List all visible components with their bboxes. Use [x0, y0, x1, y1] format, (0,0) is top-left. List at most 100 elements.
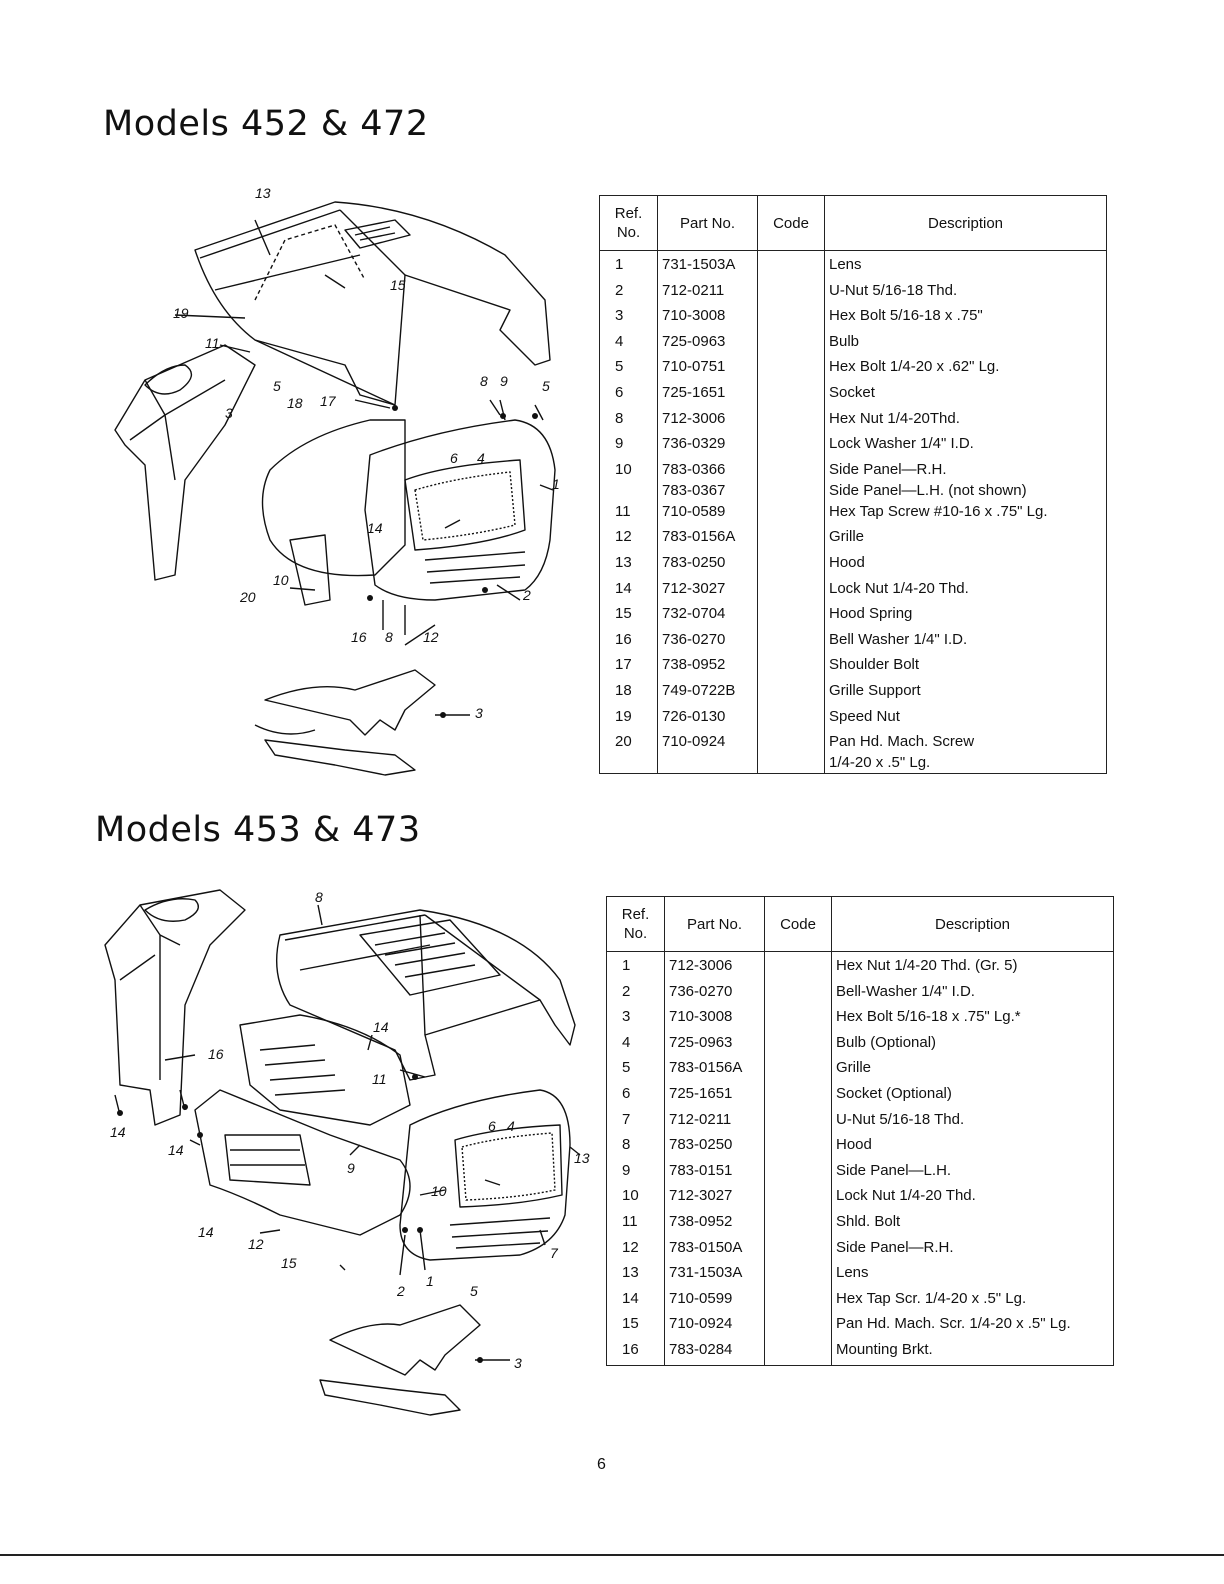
diagram-callout: 14	[198, 1224, 214, 1240]
diagram-callout: 8	[480, 373, 488, 389]
part-number: 738-0952	[669, 1212, 733, 1230]
ref-no-cell: 3	[622, 1008, 631, 1026]
part-number: 731-1503A	[662, 256, 736, 273]
code-cell	[764, 1313, 832, 1339]
ref-no-header: Ref. No.	[599, 195, 658, 251]
code-cell	[757, 356, 825, 382]
ref-no-cell: 14	[615, 579, 632, 597]
part-no-cell: 712-3027	[657, 577, 758, 604]
part-no-cell: 783-0284	[664, 1338, 765, 1365]
ref-no-cell: 4	[622, 1033, 631, 1051]
description-cell: Bell-Washer 1/4" I.D.	[831, 980, 1114, 1007]
diagram-callout: 3	[225, 405, 233, 421]
description-line: Hex Tap Screw #10-16 x .75" Lg.	[829, 502, 1048, 520]
part-no-cell: 749-0722B	[657, 679, 758, 706]
description-line: Lens	[829, 256, 862, 273]
code-cell	[757, 500, 825, 527]
description-cell: Hex Nut 1/4-20 Thd. (Gr. 5)	[831, 951, 1114, 981]
description-cell: Hex Nut 1/4-20Thd.	[824, 407, 1107, 434]
description-line: Lock Nut 1/4-20 Thd.	[829, 579, 969, 597]
part-number: 712-3006	[669, 957, 733, 974]
description-cell: Pan Hd. Mach. Scr. 1/4-20 x .5" Lg.	[831, 1313, 1114, 1339]
part-number: 710-0924	[662, 733, 726, 751]
description-cell: Hood	[824, 551, 1107, 578]
ref-no-cell: 20	[615, 733, 632, 751]
part-no-cell: 783-0150A	[664, 1236, 765, 1263]
description-line: Pan Hd. Mach. Scr. 1/4-20 x .5" Lg.	[836, 1315, 1071, 1333]
diagram-callout: 9	[347, 1160, 355, 1176]
part-number: 712-0211	[662, 281, 725, 299]
part-number: 783-0151	[669, 1161, 733, 1179]
description-line: Side Panel—L.H. (not shown)	[829, 481, 1027, 499]
part-number: 710-0589	[662, 502, 726, 520]
ref-no-cell: 15	[622, 1315, 639, 1333]
ref-no-cell: 13	[615, 553, 632, 571]
code-cell	[757, 731, 825, 774]
diagram-callout: 4	[507, 1118, 515, 1134]
part-no-cell: 736-0270	[664, 980, 765, 1007]
part-number: 736-0270	[669, 982, 733, 1000]
code-header: Code	[764, 896, 832, 952]
part-number: 783-0366	[662, 460, 726, 478]
description-cell: Socket	[824, 381, 1107, 408]
ref-no-cell: 8	[622, 1136, 631, 1154]
description-cell: Lock Nut 1/4-20 Thd.	[831, 1185, 1114, 1211]
description-line: Hood	[829, 553, 865, 571]
description-line: Lens	[836, 1264, 869, 1282]
description-cell: Socket (Optional)	[831, 1082, 1114, 1109]
ref-no-cell: 8	[615, 409, 624, 427]
ref-no-cell: 9	[622, 1161, 631, 1179]
diagram-callout: 11	[205, 335, 220, 351]
part-no-cell: 726-0130	[657, 705, 758, 732]
diagram-callout: 8	[315, 889, 323, 905]
part-number: 710-3008	[669, 1008, 733, 1026]
part-number: 731-1503A	[669, 1264, 743, 1282]
code-cell	[764, 1210, 832, 1237]
table-row: 6 725-1651 Socket (Optional)	[607, 1082, 1114, 1109]
part-no-cell: 736-0270	[657, 628, 758, 655]
code-cell	[757, 407, 825, 434]
part-number: 725-1651	[669, 1084, 733, 1102]
part-no-cell: 712-3006	[664, 951, 765, 981]
description-line: 1/4-20 x .5" Lg.	[829, 754, 931, 772]
code-cell	[757, 679, 825, 706]
code-cell	[764, 1185, 832, 1211]
ref-no-cell: 17	[615, 656, 632, 674]
ref-no-cell: 6	[622, 1084, 631, 1102]
part-number: 710-3008	[662, 307, 726, 325]
part-number: 783-0284	[669, 1340, 733, 1358]
section-title: Models 452 & 472	[103, 104, 429, 144]
description-cell: Hex Tap Scr. 1/4-20 x .5" Lg.	[831, 1287, 1114, 1314]
description-line: Lock Nut 1/4-20 Thd.	[836, 1187, 976, 1205]
ref-no-cell: 12	[622, 1238, 639, 1256]
description-header: Description	[824, 195, 1107, 251]
ref-no-cell: 14	[622, 1289, 639, 1307]
part-no-cell: 712-3027	[664, 1185, 765, 1211]
diagram-callout: 17	[320, 393, 337, 409]
page-number: 6	[597, 1456, 606, 1473]
part-no-cell: 712-0211	[657, 279, 758, 306]
code-cell	[764, 1236, 832, 1263]
ref-no-cell: 6	[615, 383, 624, 401]
part-no-cell: 783-0250	[664, 1134, 765, 1160]
description-line: Side Panel—R.H.	[836, 1238, 954, 1256]
diagram-callout: 14	[373, 1019, 389, 1035]
table-row: 12 783-0150A Side Panel—R.H.	[607, 1236, 1114, 1263]
part-no-cell: 736-0329	[657, 433, 758, 459]
